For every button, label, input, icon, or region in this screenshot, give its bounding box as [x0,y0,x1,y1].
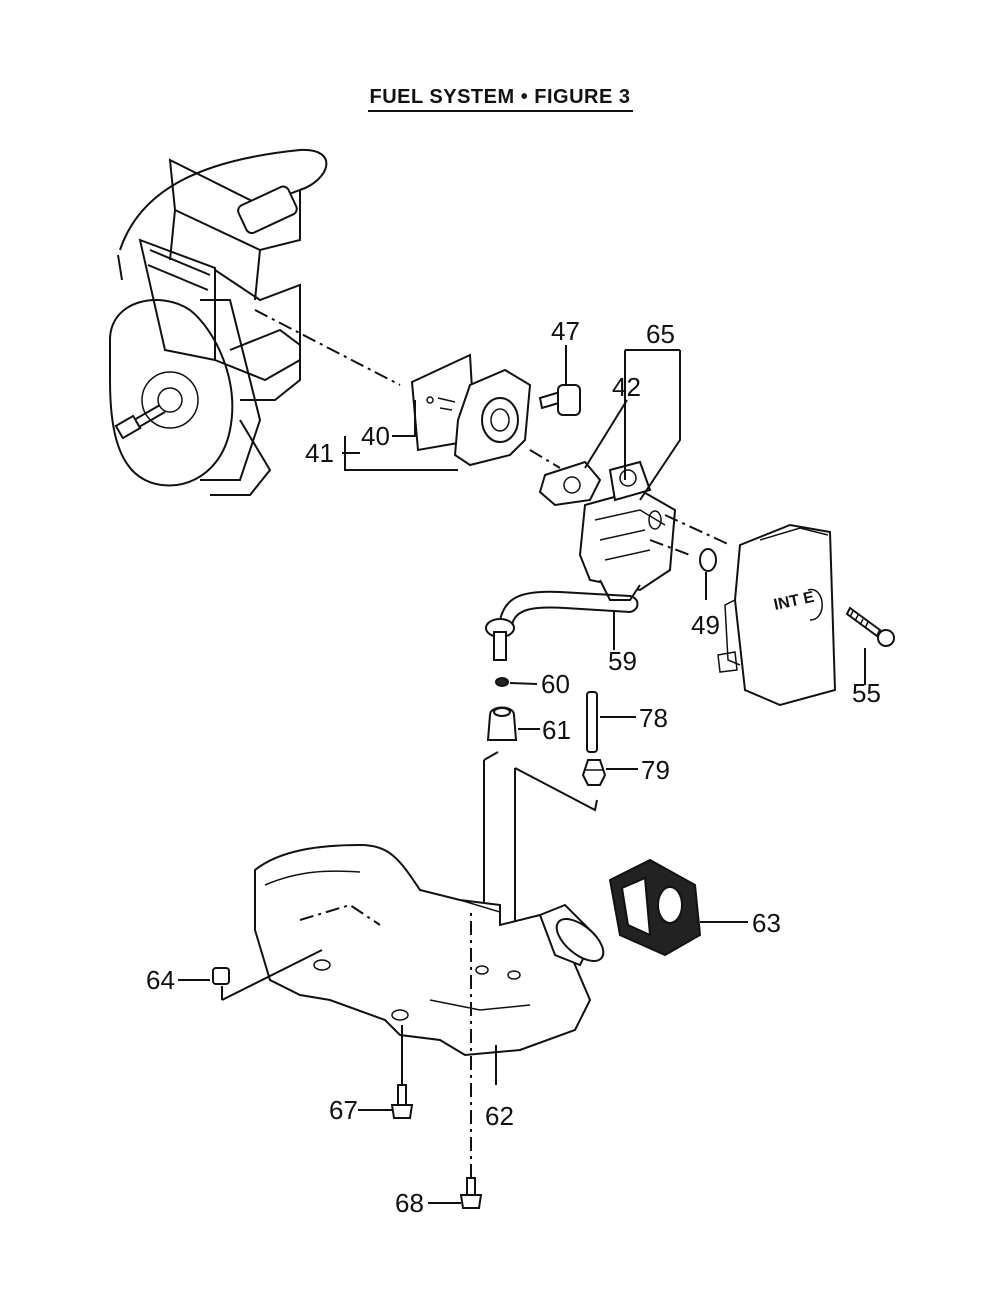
air-cleaner-cover-part: INT E [717,523,837,707]
page-title: FUEL SYSTEM • FIGURE 3 [0,86,1000,112]
callout-61: 61 [542,715,571,745]
callout-60: 60 [541,669,570,699]
callout-47: 47 [551,316,580,346]
callout-59: 59 [608,646,637,676]
fuel-line-part-60 [495,677,509,687]
screw-part-67 [390,1025,414,1119]
fuel-filter-part [486,706,518,741]
engine-assembly [109,148,401,496]
callout-63: 63 [752,908,781,938]
bolt-part-55 [845,606,895,647]
carburetor-part [578,460,731,601]
vent-tube-part [586,691,598,753]
carburetor-gasket-part [538,460,602,507]
callout-55: 55 [852,678,881,708]
callout-79: 79 [641,755,670,785]
callout-64: 64 [146,965,175,995]
callout-numbers: 40 41 42 47 49 55 59 60 61 62 63 64 65 6… [146,316,881,1218]
title-text: FUEL SYSTEM • FIGURE 3 [367,86,633,112]
fuel-tank-part [254,843,605,1057]
o-ring-part [699,548,717,572]
insulator-gasket-part [410,353,561,469]
grommet-part-79 [581,759,607,786]
filter-leader-tick [483,751,499,761]
screw-part-47 [538,384,581,416]
callout-49: 49 [691,610,720,640]
cushion-part-64 [212,949,323,1001]
callout-68: 68 [395,1188,424,1218]
callout-41: 41 [305,438,334,468]
callout-40: 40 [361,421,390,451]
callout-67: 67 [329,1095,358,1125]
fuel-pipe-part [485,590,639,661]
callout-65: 65 [646,319,675,349]
screw-part-68 [459,910,483,1209]
callout-78: 78 [639,703,668,733]
callout-62: 62 [485,1101,514,1131]
fuel-cap-part [608,858,702,957]
callout-leaders [178,345,866,1204]
callout-42: 42 [612,372,641,402]
